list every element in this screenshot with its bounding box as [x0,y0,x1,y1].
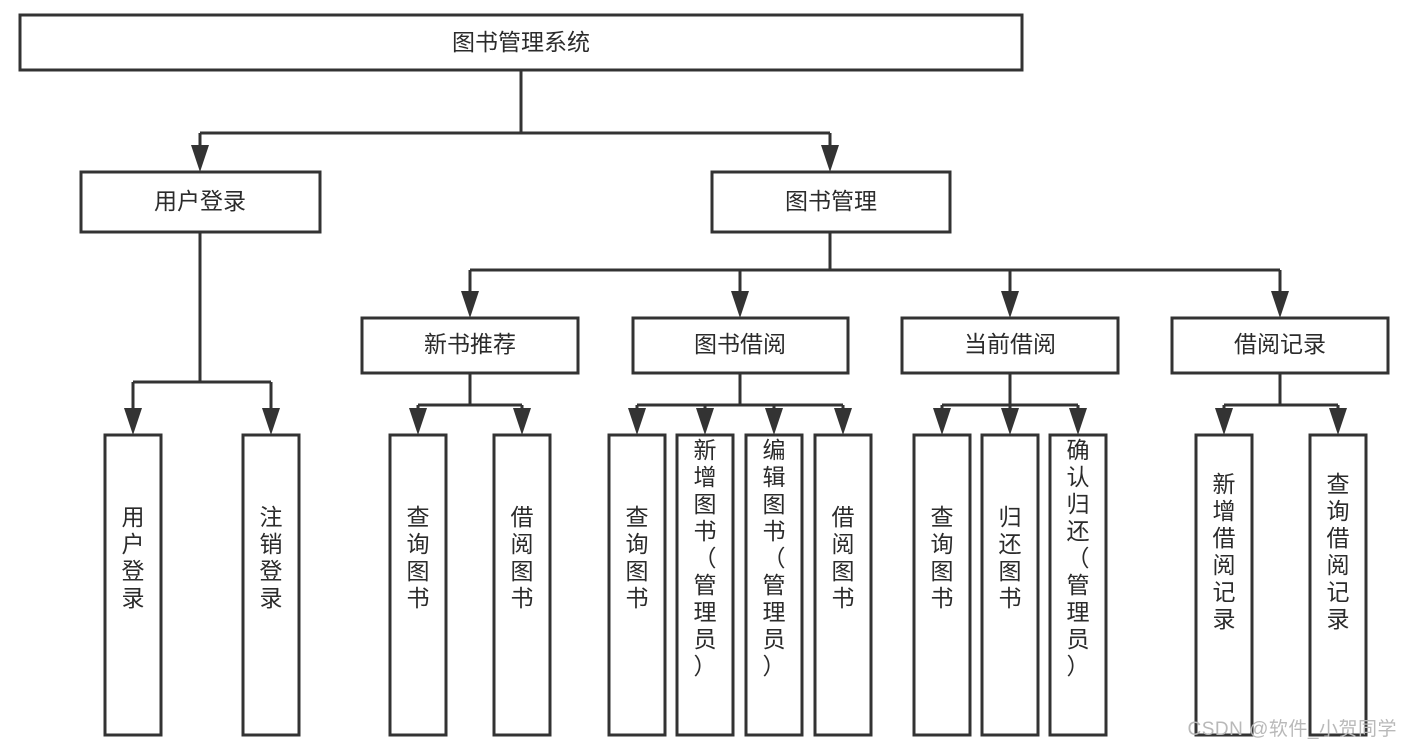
node-leaf-logout[interactable]: 注销登录 [241,433,301,737]
node-leaf-borrow-book-2[interactable]: 借阅图书 [813,433,873,737]
node-leaf-add-book-label: 新增图书（管理员） [694,437,717,679]
node-leaf-query-book-3[interactable]: 查询图书 [912,433,972,737]
node-leaf-edit-book-box[interactable] [744,433,804,737]
node-leaf-logout-box[interactable] [241,433,301,737]
node-leaf-query-record-label: 查询借阅记录 [1327,471,1350,632]
arrow-to-borrow-book-1 [513,408,531,435]
node-leaf-add-book-box[interactable] [675,433,735,737]
node-new-book-rec-box[interactable] [360,316,580,375]
node-user-login-label: 用户登录 [154,188,246,214]
node-leaf-logout-label: 注销登录 [260,504,283,611]
node-leaf-confirm-return-box[interactable] [1048,433,1108,737]
node-leaf-query-book-2[interactable]: 查询图书 [607,433,667,737]
node-book-manage-box[interactable] [710,170,952,234]
arrow-to-book-manage [821,145,839,172]
arrow-to-query-book-3 [933,408,951,435]
arrow-to-return-book [1001,408,1019,435]
node-leaf-query-book-2-label: 查询图书 [626,504,649,611]
node-root[interactable]: 图书管理系统 [18,13,1024,72]
arrow-to-add-book [696,408,714,435]
node-leaf-query-book-3-label: 查询图书 [931,504,954,611]
arrow-to-book-borrow [731,291,749,318]
node-leaf-query-book-1-label: 查询图书 [407,504,430,611]
node-leaf-add-book[interactable]: 新增图书（管理员） [675,433,735,737]
node-leaf-borrow-book-1[interactable]: 借阅图书 [492,433,552,737]
node-book-borrow[interactable]: 图书借阅 [631,316,850,375]
arrow-to-user-login [191,145,209,172]
node-new-book-rec-label: 新书推荐 [424,331,516,357]
arrow-to-query-book-2 [628,408,646,435]
node-leaf-query-book-3-box[interactable] [912,433,972,737]
node-book-manage-label: 图书管理 [785,188,877,214]
node-book-manage[interactable]: 图书管理 [710,170,952,234]
node-book-borrow-label: 图书借阅 [694,331,786,357]
node-borrow-record[interactable]: 借阅记录 [1170,316,1390,375]
node-leaf-query-book-1-box[interactable] [388,433,448,737]
edges-layer [124,70,1347,435]
node-borrow-record-label: 借阅记录 [1234,331,1326,357]
node-current-borrow-label: 当前借阅 [964,331,1056,357]
node-leaf-confirm-return-label: 确认归还（管理员） [1067,437,1090,679]
node-leaf-return-book-box[interactable] [980,433,1040,737]
node-leaf-return-book[interactable]: 归还图书 [980,433,1040,737]
node-new-book-rec[interactable]: 新书推荐 [360,316,580,375]
node-current-borrow[interactable]: 当前借阅 [900,316,1120,375]
node-leaf-user-login[interactable]: 用户登录 [103,433,163,737]
arrow-to-borrow-record [1271,291,1289,318]
node-leaf-query-record-box[interactable] [1308,433,1368,737]
node-borrow-record-box[interactable] [1170,316,1390,375]
node-leaf-add-record[interactable]: 新增借阅记录 [1194,433,1254,737]
arrow-to-leaf-user-login [124,408,142,435]
node-current-borrow-box[interactable] [900,316,1120,375]
node-leaf-return-book-label: 归还图书 [999,504,1022,611]
arrow-to-confirm-return [1069,408,1087,435]
node-leaf-borrow-book-2-box[interactable] [813,433,873,737]
node-leaf-user-login-label: 用户登录 [122,504,145,611]
arrow-to-add-record [1215,408,1233,435]
arrow-to-query-book-1 [409,408,427,435]
node-root-label: 图书管理系统 [452,29,590,55]
node-leaf-query-record[interactable]: 查询借阅记录 [1308,433,1368,737]
arrow-to-current-borrow [1001,291,1019,318]
node-book-borrow-box[interactable] [631,316,850,375]
node-leaf-query-book-2-box[interactable] [607,433,667,737]
node-leaf-user-login-box[interactable] [103,433,163,737]
node-leaf-query-book-1[interactable]: 查询图书 [388,433,448,737]
node-leaf-edit-book[interactable]: 编辑图书（管理员） [744,433,804,737]
node-user-login[interactable]: 用户登录 [79,170,322,234]
node-root-box[interactable] [18,13,1024,72]
node-leaf-edit-book-label: 编辑图书（管理员） [763,437,786,679]
node-leaf-borrow-book-1-label: 借阅图书 [511,504,534,611]
csdn-watermark: CSDN @软件_小贺同学 [1187,719,1397,740]
node-user-login-box[interactable] [79,170,322,234]
arrow-to-new-book-rec [461,291,479,318]
arrow-to-edit-book [765,408,783,435]
arrow-to-leaf-logout [262,408,280,435]
node-leaf-borrow-book-2-label: 借阅图书 [832,504,855,611]
node-leaf-borrow-book-1-box[interactable] [492,433,552,737]
arrow-to-borrow-book-2 [834,408,852,435]
arrow-to-query-record [1329,408,1347,435]
node-leaf-confirm-return[interactable]: 确认归还（管理员） [1048,433,1108,737]
node-leaf-add-record-label: 新增借阅记录 [1213,471,1236,632]
node-leaf-add-record-box[interactable] [1194,433,1254,737]
